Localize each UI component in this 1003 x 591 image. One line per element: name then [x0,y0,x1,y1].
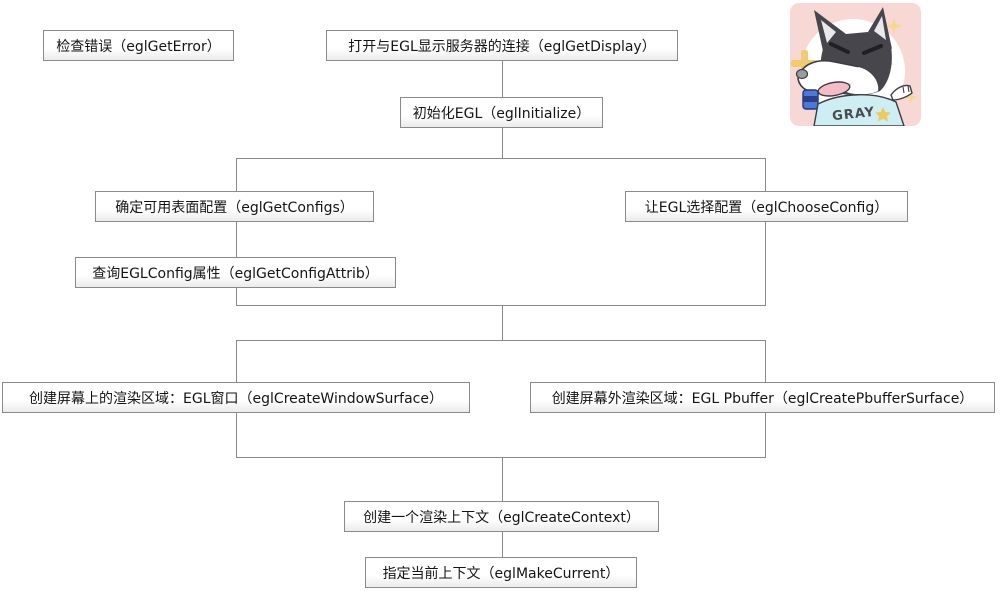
connector-display-to-initialize [502,61,503,97]
flow-node-egl-get-error: 检查错误（eglGetError） [43,30,234,61]
flow-node-egl-make-current: 指定当前上下文（eglMakeCurrent） [365,557,637,588]
connector-branch-surfaces [236,340,766,341]
connector-context-to-make-current [502,532,503,557]
connector-attrib-down [236,288,237,305]
connector-merge-mid [236,305,766,306]
connector-initialize-down [502,128,503,159]
husky-paw [890,84,913,101]
connector-merge-bottom [236,457,766,458]
avatar-name-text: GRAY [832,105,876,124]
husky-head [795,7,892,97]
sparkle-star-icon [905,91,917,103]
connector-to-create-context [502,458,503,501]
connector-mid-down [502,306,503,340]
connector-pbuffer-surface-down [765,413,766,457]
drink-can-icon [802,89,819,110]
flow-node-egl-create-context: 创建一个渲染上下文（eglCreateContext） [344,501,659,532]
connector-to-choose-config [765,159,766,191]
connector-branch-top [236,158,766,159]
connector-to-get-configs [236,159,237,191]
flow-node-egl-get-config-attrib: 查询EGLConfig属性（eglGetConfigAttrib） [75,257,396,288]
flow-node-egl-choose-config: 让EGL选择配置（eglChooseConfig） [625,191,908,222]
sparkle-star-icon [886,18,902,34]
flow-node-egl-create-pbuffer-surface: 创建屏幕外渲染区域：EGL Pbuffer（eglCreatePbufferSu… [530,382,995,413]
shirt-star-icon [875,107,891,122]
connector-to-pbuffer-surface [765,341,766,382]
connector-choose-config-down [765,222,766,305]
husky-avatar-image: GRAY [790,3,921,126]
husky-shirt: GRAY [813,94,905,126]
connector-configs-to-attrib [236,222,237,257]
flow-node-egl-get-configs: 确定可用表面配置（eglGetConfigs） [95,191,374,222]
flow-node-egl-get-display: 打开与EGL显示服务器的连接（eglGetDisplay） [326,30,678,61]
flow-node-egl-initialize: 初始化EGL（eglInitialize） [400,97,603,128]
flow-node-egl-create-window-surface: 创建屏幕上的渲染区域：EGL窗口（eglCreateWindowSurface） [2,382,470,413]
connector-window-surface-down [236,413,237,457]
connector-to-window-surface [236,341,237,382]
